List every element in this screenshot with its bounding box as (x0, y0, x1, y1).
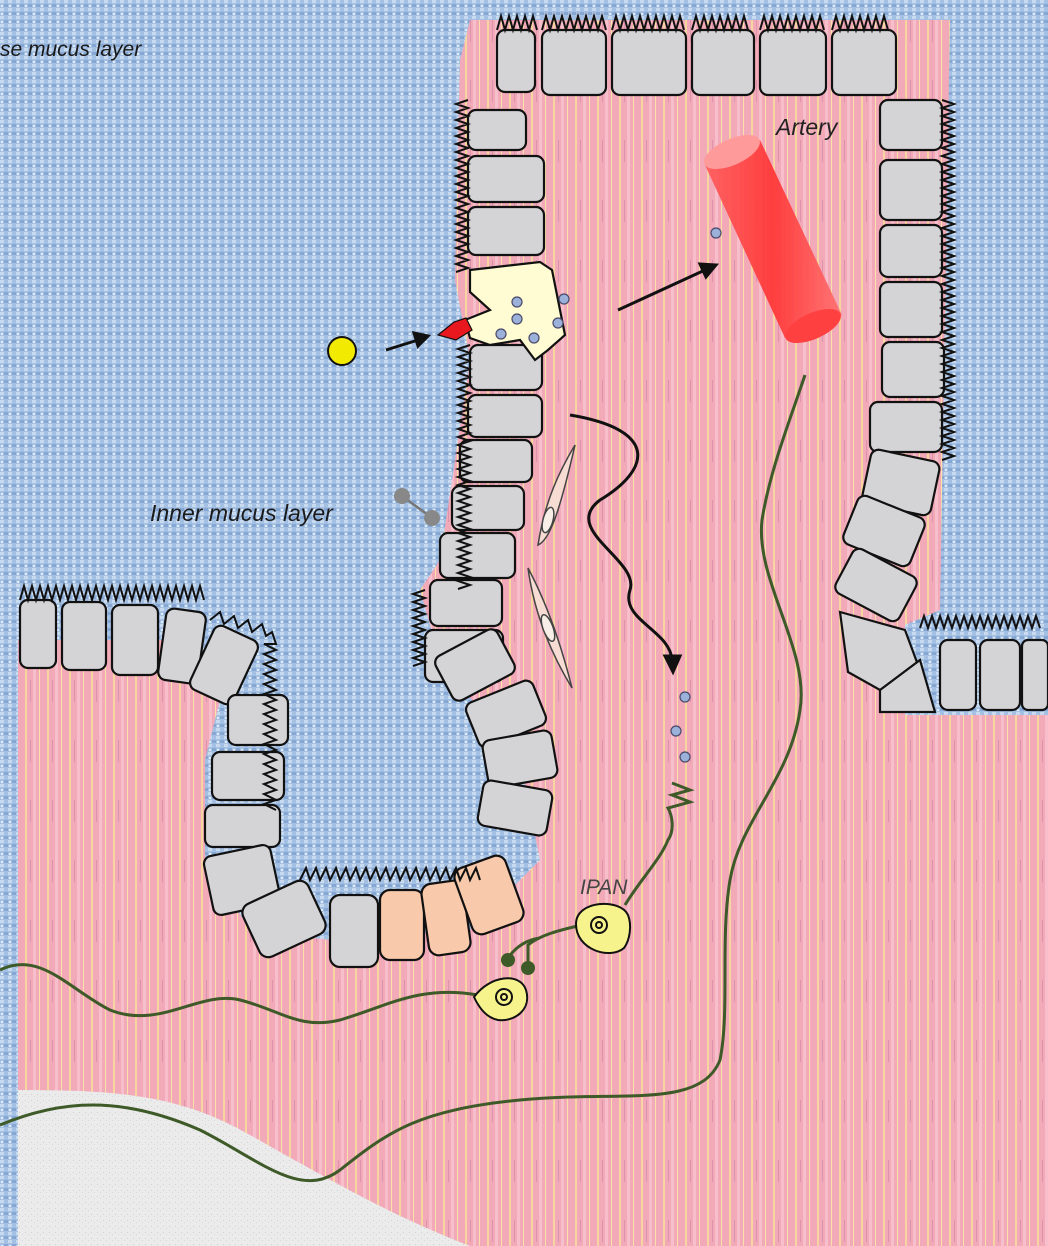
ipan-label: IPAN (580, 876, 627, 900)
loose-mucus-layer-label: se mucus layer (0, 38, 141, 62)
inner-mucus-layer-label: Inner mucus layer (150, 500, 333, 527)
stimulus-particle (328, 337, 356, 365)
artery-label: Artery (776, 114, 837, 141)
